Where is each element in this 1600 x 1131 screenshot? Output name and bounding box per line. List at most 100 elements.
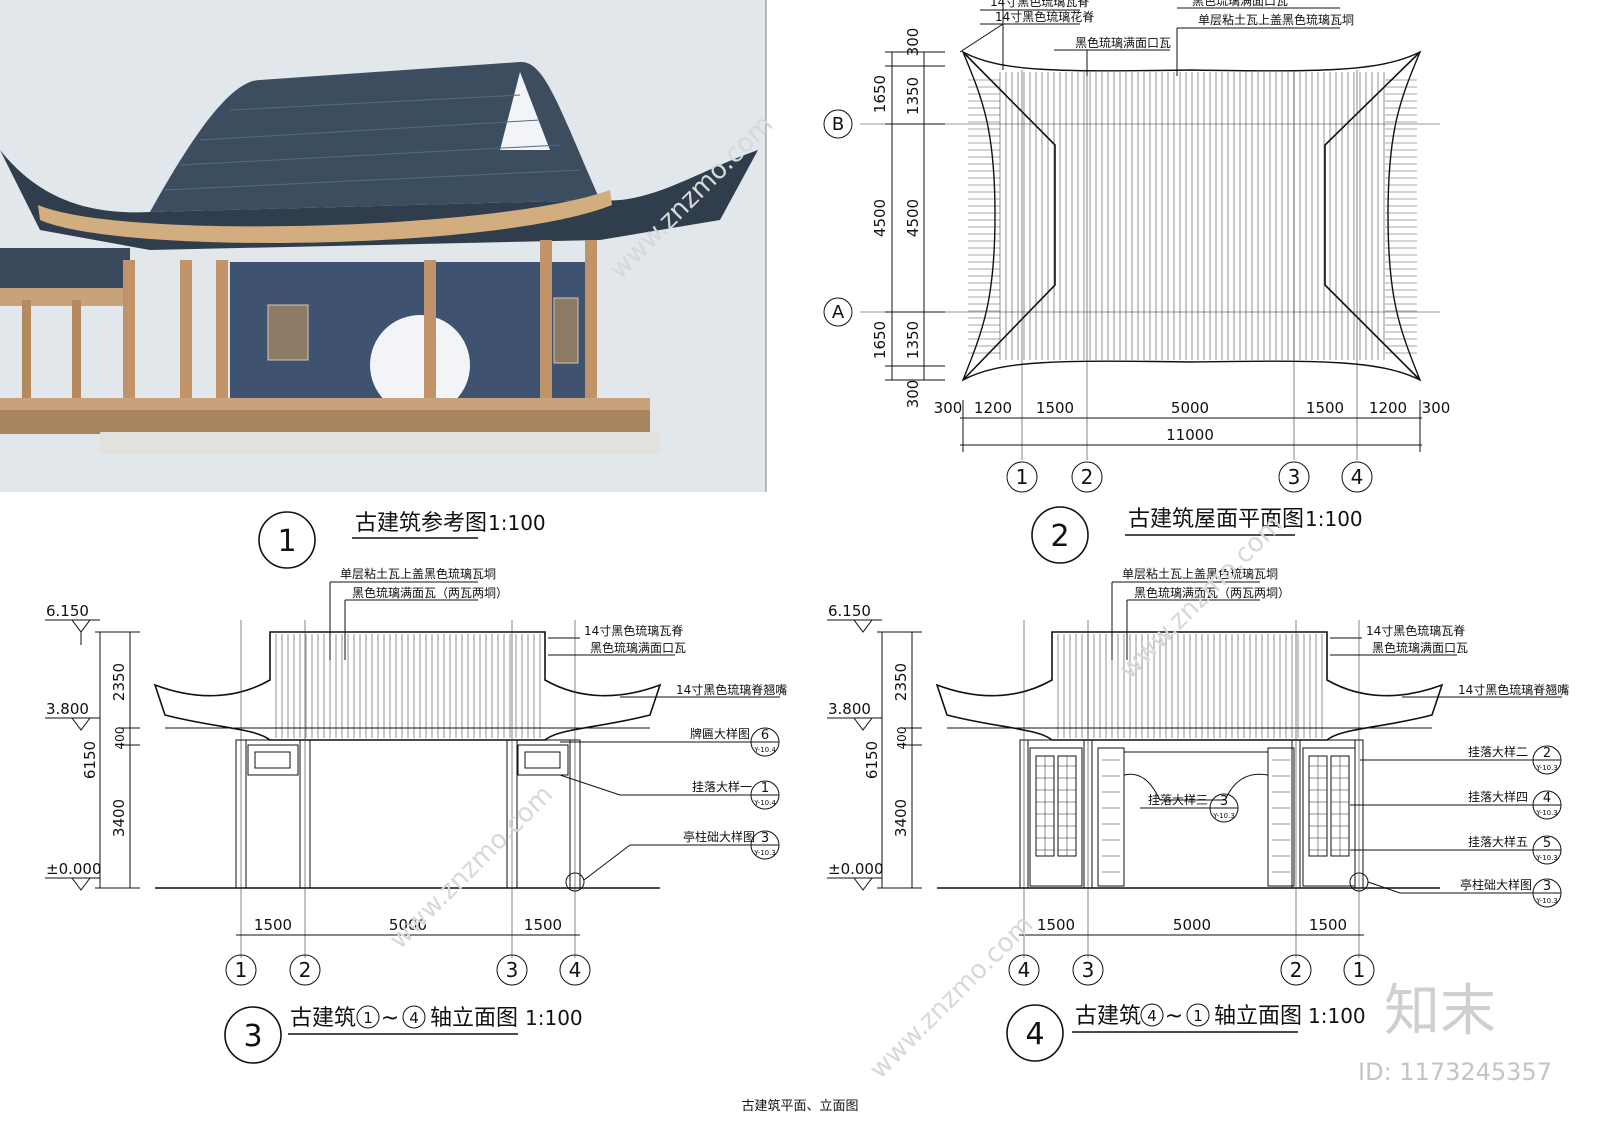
elev3-label-eave: 黑色琉璃满面口瓦: [590, 641, 686, 655]
roof-dim-v-1350-bottom: 1350: [904, 321, 922, 359]
panel-3-title-suffix: 轴立面图: [430, 1006, 518, 1031]
roof-dim-h-1200-right: 1200: [1369, 399, 1407, 417]
elev4-hdim-1500-left: 1500: [1037, 916, 1075, 934]
elev4-center-callout-num: 3: [1220, 794, 1228, 809]
elev3-axis-2: 2: [299, 958, 312, 982]
roof-dim-h-300-left: 300: [934, 399, 963, 417]
elev4-center-callout-sheet: Y-10.3: [1212, 812, 1235, 820]
roof-dim-v-1650-bottom: 1650: [871, 321, 889, 359]
roof-dim-v-4500-outer: 4500: [871, 199, 889, 237]
roof-dim-v-4500-inner: 4500: [904, 199, 922, 237]
elev4-lattice-doors: [1029, 747, 1356, 887]
panel-4-title-sep: ~: [1165, 1004, 1183, 1029]
railing-balusters: [0, 410, 650, 434]
elev4-axis-4: 4: [1018, 958, 1031, 982]
panel-3-title-sep: ~: [381, 1006, 399, 1031]
elev3-vdim-2350: 2350: [110, 663, 128, 701]
elev3-callout-lattice-sheet: Y-10.4: [753, 799, 776, 807]
roof-dim-h-5000: 5000: [1171, 399, 1209, 417]
brand-logo: 知末: [1384, 979, 1496, 1044]
roof-plan-bottom-dim-lines: [960, 400, 1422, 452]
roof-dim-h-1500-left: 1500: [1036, 399, 1074, 417]
elev4-roof: [935, 631, 1444, 741]
elev4-label-single-tile: 单层粘土瓦上盖黑色琉璃瓦垌: [1122, 566, 1278, 581]
panel-4-number: 4: [1025, 1017, 1044, 1052]
panel-3-title-axis-b: 4: [409, 1009, 419, 1027]
elev3-level-mid: 3.800: [46, 700, 89, 718]
elev3-callout-plinth-text: 亭柱础大样图: [683, 829, 755, 844]
panel-3-number: 3: [243, 1019, 262, 1054]
elev4-roof-tiles: [1057, 634, 1323, 738]
label-ridge-flower: 14寸黑色琉璃花脊: [995, 9, 1094, 24]
axis-a-label: A: [832, 302, 845, 323]
elev4-callout-lattice2-num: 2: [1543, 746, 1551, 761]
elev4-center-callout-text: 挂落大样三: [1148, 792, 1208, 807]
panel-3-scale: 1:100: [525, 1006, 583, 1030]
elev4-top-leaders: [1111, 581, 1562, 698]
panel-2-number: 2: [1050, 519, 1069, 554]
elev4-vdim-2350: 2350: [892, 663, 910, 701]
elev3-axis-lines: [240, 620, 576, 958]
elev4-level-ground: ±0.000: [828, 860, 884, 878]
elev4-axis-2: 2: [1290, 958, 1303, 982]
elev4-hdim-5000: 5000: [1173, 916, 1211, 934]
elev4-axis-lines: [1023, 620, 1360, 958]
elev3-axis-3: 3: [506, 958, 519, 982]
elev4-callout-lattice4-text: 挂落大样四: [1468, 789, 1528, 804]
elev4-callout-lattice5-num: 5: [1543, 836, 1551, 851]
elev3-roof: [153, 631, 662, 741]
gable-triangle: [500, 72, 550, 150]
elev3-label-eave-two: 黑色琉璃满面瓦（两瓦两垌）: [352, 586, 508, 600]
panel-4-title-axis-a: 4: [1147, 1007, 1157, 1025]
elev3-vdim-6150: 6150: [81, 741, 99, 779]
watermark-4: www.znzmo.com: [864, 910, 1039, 1085]
hip-ridge-right: [1324, 51, 1421, 381]
panel-4-title-axis-b: 1: [1193, 1007, 1203, 1025]
platform-base: [100, 432, 660, 454]
label-tile-top: 黑色琉璃满面口瓦: [1192, 0, 1288, 8]
elev3-hanging-lattice: [247, 744, 569, 776]
elev3-label-single-tile: 单层粘土瓦上盖黑色琉璃瓦垌: [340, 566, 496, 581]
elev4-callout-lattice5-text: 挂落大样五: [1468, 834, 1528, 849]
roof-dim-v-300-bottom: 300: [904, 380, 922, 409]
roof-dim-v-1650-top: 1650: [871, 75, 889, 113]
panel-1-title-text: 古建筑参考图: [355, 511, 487, 536]
elev3-hdim-5000: 5000: [389, 916, 427, 934]
elev4-label-eave-two: 黑色琉璃满面瓦（两瓦两垌）: [1134, 586, 1290, 600]
panel-4-title: 4 古建筑 4 ~ 1 轴立面图 1:100: [1006, 1003, 1366, 1062]
elev4-callout-lattice2-sheet: Y-10.3: [1535, 764, 1558, 772]
lattice-window-right: [553, 297, 579, 364]
elev4-level-top: 6.150: [828, 602, 871, 620]
elev3-axis-1: 1: [235, 958, 248, 982]
roof-dim-h-300-right: 300: [1422, 399, 1451, 417]
elev3-label-ridge: 14寸黑色琉璃瓦脊: [584, 624, 683, 638]
elev4-callout-lattice4-sheet: Y-10.3: [1535, 809, 1558, 817]
panel-1-title: 1 古建筑参考图 1:100: [258, 511, 546, 569]
elev3-vdim-lines: [95, 631, 140, 889]
elev4-label-ridge-end: 14寸黑色琉璃脊翘嘴: [1458, 683, 1569, 697]
roof-plan-left-dim-lines: [885, 51, 945, 381]
elev3-callout-plinth-sheet: Y-10.3: [753, 849, 776, 857]
roof-axis-4: 4: [1351, 465, 1364, 489]
roof-plan: B A 300 1350 4500 1350 300 1650 4500 165…: [823, 0, 1451, 493]
elev3-levels: [45, 619, 100, 891]
elev3-level-top: 6.150: [46, 602, 89, 620]
corridor-roof: [0, 248, 130, 288]
main-roof-eave: [0, 150, 758, 250]
elev4-callout-plinth-sheet: Y-10.3: [1535, 897, 1558, 905]
elev4-label-eave: 黑色琉璃满面口瓦: [1372, 641, 1468, 655]
elev3-callout-lattice-text: 挂落大样一: [692, 779, 752, 794]
panel-3-title: 3 古建筑 1 ~ 4 轴立面图 1:100: [224, 1005, 583, 1064]
sheet-title: 古建筑平面、立面图: [741, 1098, 858, 1114]
elev4-callout-plinth-num: 3: [1543, 879, 1551, 894]
panel-4-title-suffix: 轴立面图: [1214, 1004, 1302, 1029]
elev3-callout-plaque-num: 6: [761, 728, 769, 743]
panel-3-title-prefix: 古建筑: [290, 1006, 356, 1031]
elev3-axis-4: 4: [569, 958, 582, 982]
elev3-callout-lattice-num: 1: [761, 781, 769, 796]
elev4-vdim-lines: [877, 631, 922, 889]
roof-dim-v-300-top: 300: [904, 28, 922, 57]
roof-dim-v-1350-top: 1350: [904, 77, 922, 115]
image-id: ID: 1173245357: [1358, 1058, 1552, 1086]
